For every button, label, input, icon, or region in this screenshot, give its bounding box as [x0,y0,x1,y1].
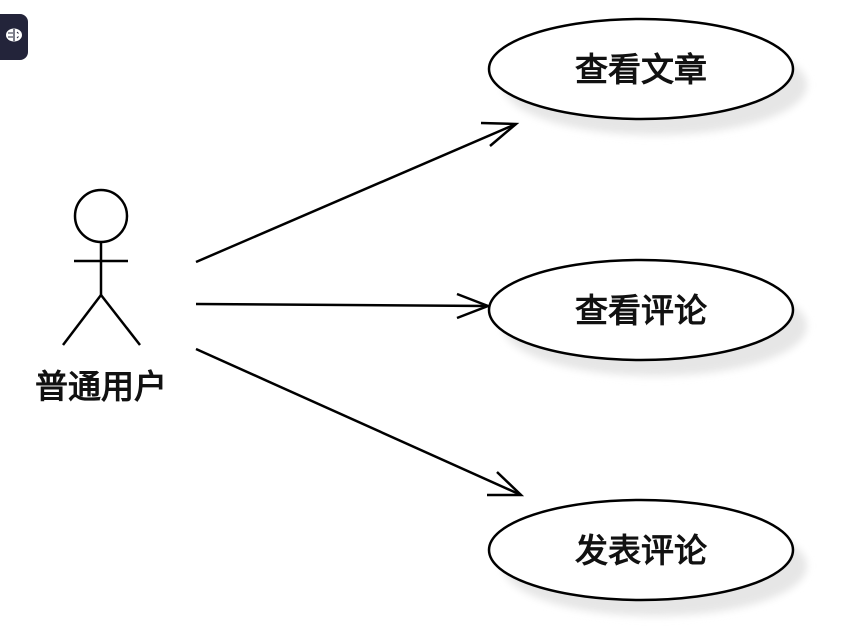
use-case-view-comments[interactable]: 查看评论 [487,258,807,376]
association-1[interactable] [195,121,520,264]
open-arrowhead-icon [487,471,525,497]
association-line [195,122,517,264]
actor-label: 普通用户 [35,367,167,406]
association-2[interactable] [195,292,492,320]
ai-badge-button[interactable] [0,14,28,60]
actor-right-leg [100,294,141,346]
actor-head [73,188,129,244]
use-case-label: 查看文章 [575,50,707,89]
use-case-post-comment[interactable]: 发表评论 [487,498,807,616]
use-case-view-article[interactable]: 查看文章 [487,17,807,135]
use-case-label: 发表评论 [575,531,708,570]
use-case-ellipse [487,498,795,602]
use-case-ellipse [487,258,795,362]
open-arrowhead-icon [456,292,492,320]
association-line [195,302,489,308]
use-case-label: 查看评论 [575,291,708,330]
open-arrowhead-icon [480,121,520,147]
association-3[interactable] [195,347,525,497]
actor[interactable]: 普通用户 [35,188,167,406]
association-line [195,347,522,497]
use-case-ellipse [487,17,795,121]
actor-left-leg [62,294,102,346]
brain-icon [5,27,23,47]
